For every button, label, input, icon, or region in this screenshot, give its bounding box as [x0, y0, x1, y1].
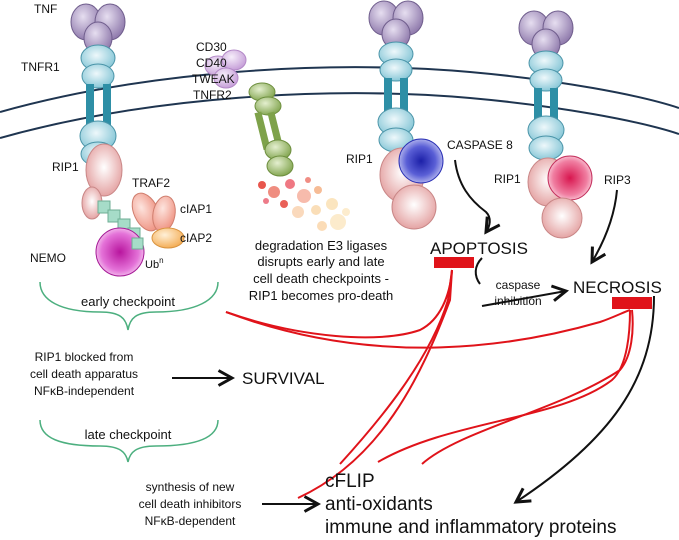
degradation-line: degradation E3 ligases: [255, 238, 388, 253]
complex-one: [81, 143, 185, 277]
caspase8-label: CASPASE 8: [447, 138, 513, 152]
inhibitor-item: immune and inflammatory proteins: [325, 517, 616, 538]
cd30-receptor: [204, 49, 294, 177]
inhibitor-item: cFLIP: [325, 471, 375, 492]
late-checkpoint-description: synthesis of new cell death inhibitors N…: [139, 480, 242, 528]
late-desc-line: synthesis of new: [146, 480, 235, 494]
degradation-line: disrupts early and late: [257, 254, 384, 269]
degradation-line: RIP1 becomes pro-death: [249, 288, 394, 303]
cd40-label: CD40: [196, 56, 227, 70]
tnfr1-label: TNFR1: [21, 60, 60, 74]
late-desc-line: NFκB-dependent: [145, 514, 236, 528]
ciap2-protein: [151, 227, 185, 249]
cell-membrane: [0, 66, 679, 139]
survival-label: SURVIVAL: [242, 369, 325, 388]
caspase-inhibition-label: caspase: [496, 278, 541, 292]
ciap2-label: cIAP2: [180, 231, 212, 245]
degradation-line: cell death checkpoints -: [253, 271, 389, 286]
tnfr1-receptor-apoptosis: [368, 0, 444, 230]
arrow-to-apoptosis: [454, 159, 490, 232]
rip1-label-apoptosis: RIP1: [346, 152, 373, 166]
apoptosis-inhibition-bar: [434, 257, 474, 268]
checkpoint-brackets: [39, 281, 219, 463]
rip1-complex-one: [85, 143, 123, 197]
late-checkpoint-label: late checkpoint: [85, 427, 172, 442]
rip1-label-necrosis: RIP1: [494, 172, 521, 186]
late-desc-line: cell death inhibitors: [139, 497, 242, 511]
arrow-necrosis-to-proteins: [516, 295, 655, 502]
rip1-label-complex-one: RIP1: [52, 160, 79, 174]
early-desc-line: RIP1 blocked from: [35, 350, 134, 364]
tweak-label: TWEAK: [192, 72, 235, 86]
nemo-protein: [95, 227, 145, 277]
apoptosis-label: APOPTOSIS: [430, 239, 528, 258]
early-checkpoint-description: RIP1 blocked from cell death apparatus N…: [30, 350, 138, 398]
necrosis-label: NECROSIS: [573, 278, 662, 297]
inhibition-lines: [225, 269, 634, 499]
tnfr1-receptor-left: [70, 3, 126, 167]
ub-label: Ubn: [145, 256, 164, 271]
cd30-label: CD30: [196, 40, 227, 54]
rip3-label: RIP3: [604, 173, 631, 187]
activation-arrows: [172, 159, 655, 504]
early-checkpoint-bracket: [39, 281, 219, 331]
rip3-protein: [547, 155, 593, 201]
tnfr1-receptor-necrosis: [518, 10, 593, 239]
early-checkpoint-label: early checkpoint: [81, 294, 175, 309]
ub-chain: [97, 200, 111, 214]
inhibitor-list: cFLIP anti-oxidants immune and inflammat…: [325, 471, 616, 538]
arrow-caspase-inhibition: [481, 291, 566, 307]
arrow-to-necrosis: [592, 189, 618, 262]
inhibitor-item: anti-oxidants: [325, 494, 433, 515]
tnf-label: TNF: [34, 2, 57, 16]
caspase-inhibition-bracket: [474, 257, 483, 285]
traf2-label: TRAF2: [132, 176, 170, 190]
caspase-inhibition-label: inhibition: [494, 294, 541, 308]
caspase8-protein: [398, 138, 444, 184]
necrosis-inhibition-bar: [612, 297, 652, 309]
early-desc-line: cell death apparatus: [30, 367, 138, 381]
nemo-label: NEMO: [30, 251, 66, 265]
tnfr2-label: TNFR2: [193, 88, 232, 102]
early-desc-line: NFκB-independent: [34, 384, 135, 398]
degradation-particles: [258, 177, 350, 231]
late-checkpoint-bracket: [39, 419, 219, 463]
ciap1-label: cIAP1: [180, 202, 212, 216]
degradation-text: degradation E3 ligases disrupts early an…: [249, 238, 394, 303]
